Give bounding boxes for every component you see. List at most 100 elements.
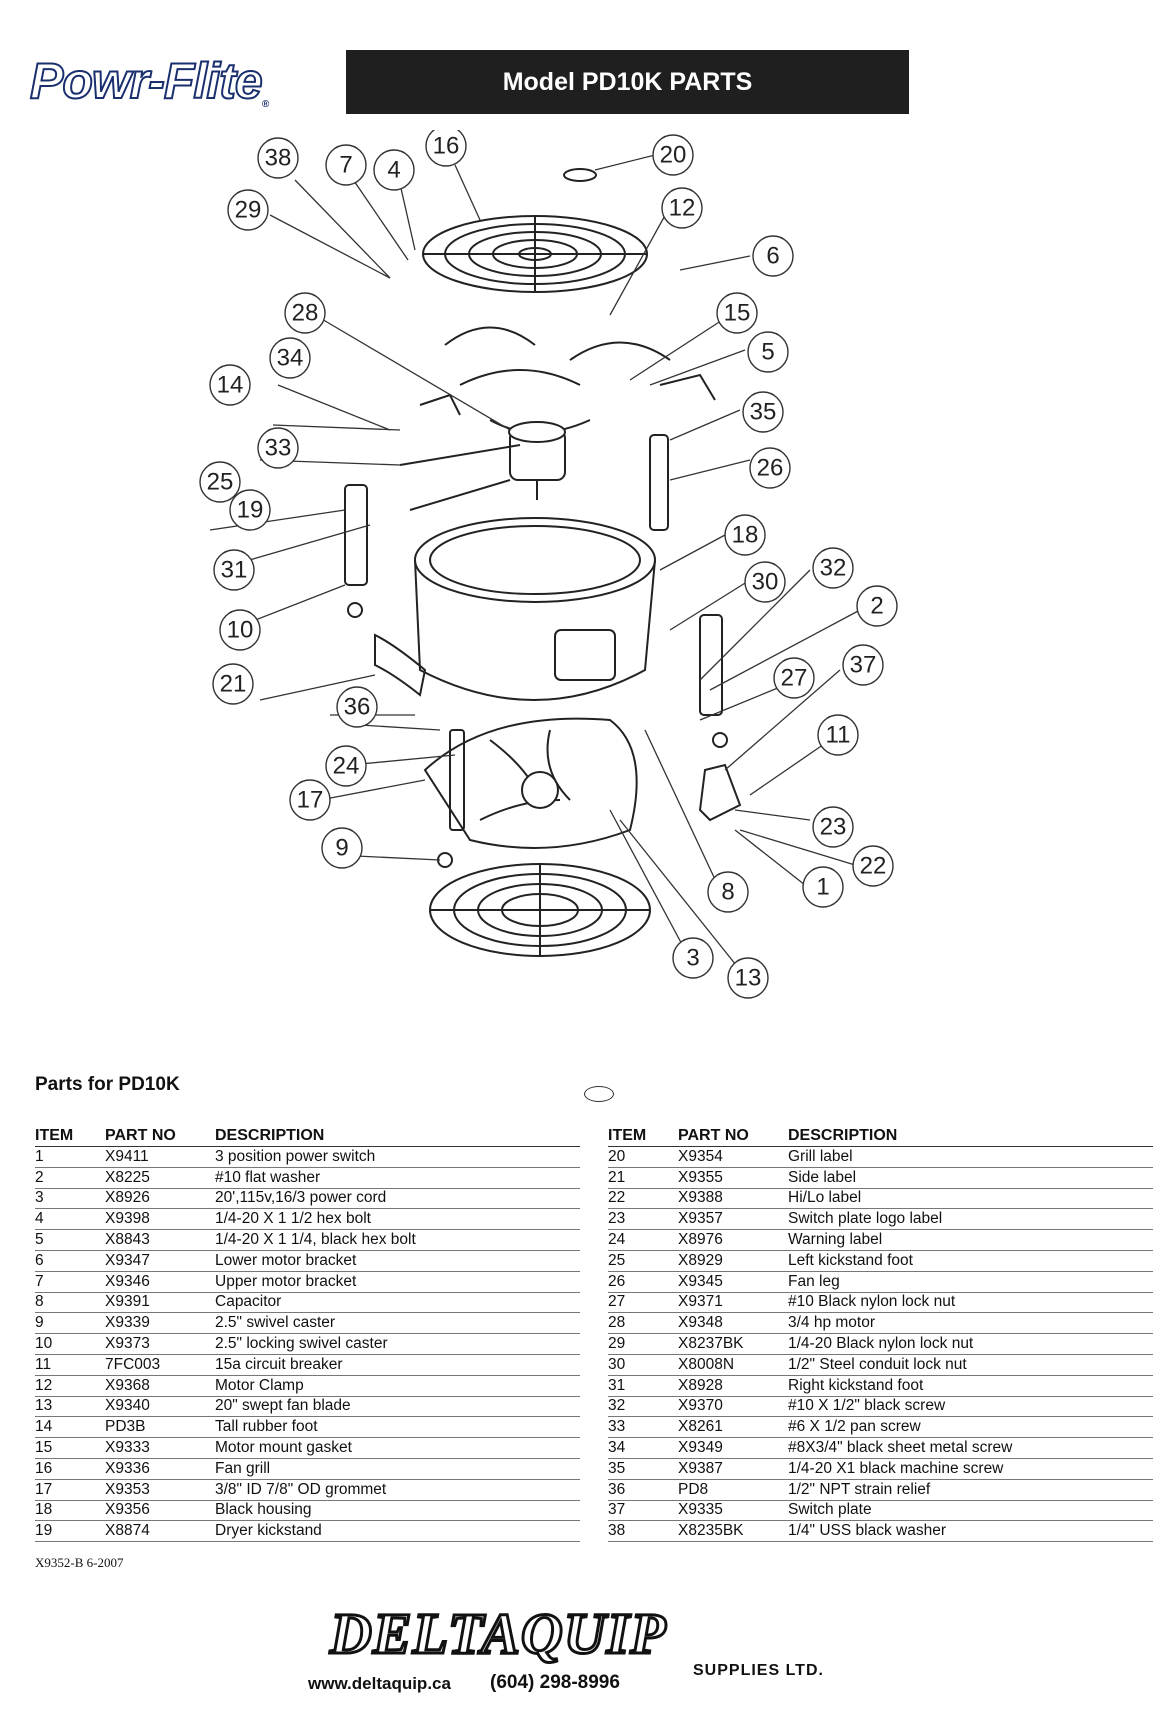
description: 2.5" locking swivel caster <box>215 1333 580 1355</box>
callout-28: 28 <box>284 292 326 334</box>
item-number: 9 <box>35 1312 105 1335</box>
part-number: X9398 <box>105 1208 215 1231</box>
svg-text:6: 6 <box>766 243 779 270</box>
description: Capacitor <box>215 1292 580 1314</box>
part-number: X9345 <box>678 1271 788 1293</box>
item-number: 34 <box>608 1437 678 1459</box>
svg-text:1: 1 <box>816 874 829 901</box>
motor-clamps <box>419 326 716 434</box>
exploded-parts-diagram: 38 7 4 16 20 29 12 6 28 15 5 34 14 35 33… <box>199 130 898 999</box>
svg-text:14: 14 <box>217 372 244 399</box>
item-number: 4 <box>35 1208 105 1231</box>
svg-text:17: 17 <box>297 787 324 814</box>
col-item: ITEM <box>608 1126 678 1147</box>
part-number: 7FC003 <box>105 1354 215 1376</box>
website-link[interactable]: www.deltaquip.ca <box>308 1674 451 1693</box>
description: Dryer kickstand <box>215 1520 580 1543</box>
page-marker <box>584 1086 614 1102</box>
part-number: X8926 <box>105 1188 215 1210</box>
description: 1/4-20 X 1 1/2 hex bolt <box>215 1208 580 1231</box>
item-number: 31 <box>608 1375 678 1397</box>
part-number: X9346 <box>105 1271 215 1293</box>
callout-2: 2 <box>856 585 898 627</box>
item-number: 26 <box>608 1271 678 1293</box>
callout-25: 25 <box>199 461 241 503</box>
part-number: X9356 <box>105 1500 215 1522</box>
description: Motor mount gasket <box>215 1437 580 1459</box>
svg-text:37: 37 <box>850 652 877 679</box>
part-number: X9335 <box>678 1500 788 1522</box>
callout-10: 10 <box>219 609 261 651</box>
part-number: X9349 <box>678 1437 788 1459</box>
callout-30: 30 <box>744 561 786 603</box>
col-part-no: PART NO <box>105 1126 215 1147</box>
svg-text:34: 34 <box>277 345 304 372</box>
description: Lower motor bracket <box>215 1250 580 1272</box>
part-number: X9355 <box>678 1167 788 1189</box>
part-number: X8874 <box>105 1520 215 1543</box>
svg-text:26: 26 <box>757 455 784 482</box>
callout-29: 29 <box>227 189 269 231</box>
callout-6: 6 <box>752 235 794 277</box>
callout-5: 5 <box>747 331 789 373</box>
svg-text:19: 19 <box>237 497 264 524</box>
item-number: 29 <box>608 1333 678 1355</box>
part-number: X9411 <box>105 1146 215 1168</box>
svg-text:12: 12 <box>669 195 696 222</box>
description: Grill label <box>788 1146 1153 1168</box>
callout-32: 32 <box>812 547 854 589</box>
description: 1/4-20 Black nylon lock nut <box>788 1333 1153 1355</box>
description: Motor Clamp <box>215 1375 580 1397</box>
item-number: 10 <box>35 1333 105 1355</box>
svg-text:27: 27 <box>781 665 808 692</box>
callout-17: 17 <box>289 779 331 821</box>
switch-plate <box>698 763 742 822</box>
part-number: X8929 <box>678 1250 788 1272</box>
callout-7: 7 <box>325 144 367 186</box>
description: 3 position power switch <box>215 1146 580 1168</box>
part-number: X8261 <box>678 1416 788 1439</box>
callout-8: 8 <box>707 871 749 913</box>
part-number: X8225 <box>105 1167 215 1189</box>
svg-text:4: 4 <box>387 157 400 184</box>
svg-text:38: 38 <box>265 145 292 172</box>
document-reference: X9352-B 6-2007 <box>35 1555 124 1570</box>
parts-heading: Parts for PD10K <box>35 1074 180 1095</box>
description: 1/2" Steel conduit lock nut <box>788 1354 1153 1376</box>
description: 3/4 hp motor <box>788 1312 1153 1335</box>
svg-text:35: 35 <box>750 399 777 426</box>
svg-text:3: 3 <box>686 945 699 972</box>
description: 20" swept fan blade <box>215 1396 580 1418</box>
svg-text:21: 21 <box>220 671 247 698</box>
callout-36: 36 <box>336 686 378 728</box>
item-number: 32 <box>608 1396 678 1418</box>
item-number: 27 <box>608 1292 678 1314</box>
item-number: 35 <box>608 1458 678 1480</box>
deltaquip-logo: DELTAQUIP <box>329 1600 668 1668</box>
item-number: 18 <box>35 1500 105 1522</box>
description: 2.5" swivel caster <box>215 1312 580 1335</box>
description: Side label <box>788 1167 1153 1189</box>
part-number: PD8 <box>678 1479 788 1501</box>
svg-text:33: 33 <box>265 435 292 462</box>
col-description: DESCRIPTION <box>788 1126 1153 1147</box>
item-number: 30 <box>608 1354 678 1376</box>
item-number: 13 <box>35 1396 105 1418</box>
callout-37: 37 <box>842 644 884 686</box>
part-number: X9368 <box>105 1375 215 1397</box>
item-number: 3 <box>35 1188 105 1210</box>
